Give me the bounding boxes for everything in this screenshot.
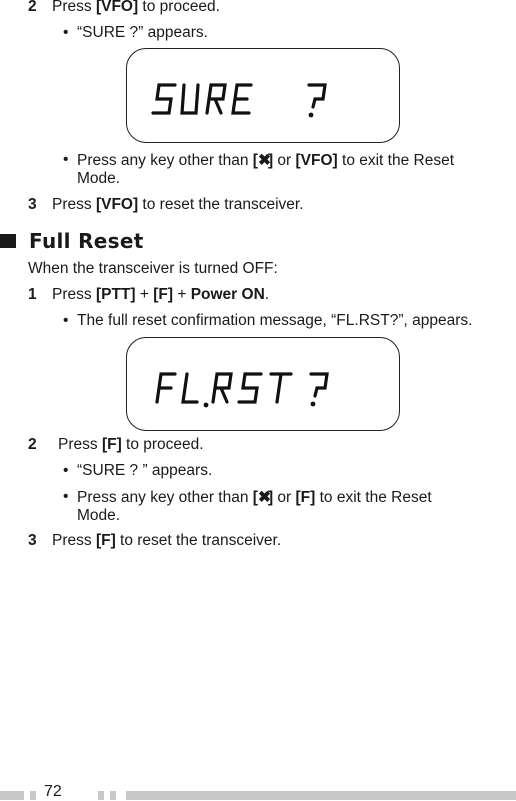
asterisk-icon: ✖ (257, 152, 271, 169)
lcd-segment-text (155, 372, 329, 408)
lcd-display-sure (126, 48, 400, 143)
intro-text: When the transceiver is turned OFF: (28, 260, 278, 277)
step-text: Press [F] to proceed. (58, 436, 204, 453)
bullet-text: Press any key other than [✖] or [F] to e… (77, 489, 432, 506)
bullet-text: “SURE ? ” appears. (77, 462, 213, 479)
heading-marker (0, 234, 16, 248)
step-number: 2 (28, 0, 37, 15)
footer-bar (0, 791, 24, 800)
page-number: 72 (44, 783, 62, 800)
bullet: • (63, 151, 69, 168)
bullet-text: “SURE ?” appears. (77, 24, 208, 41)
step-text: Press [F] to reset the transceiver. (52, 532, 282, 549)
bullet-text: Press any key other than [✖] or [VFO] to… (77, 152, 455, 169)
step-number: 3 (28, 196, 37, 213)
bullet: • (63, 24, 69, 41)
bullet-text-continued: Mode. (77, 170, 121, 187)
step-text: Press [PTT] + [F] + Power ON. (52, 286, 270, 303)
footer-bar (110, 791, 116, 800)
step-number: 3 (28, 532, 37, 549)
step-number: 2 (28, 436, 37, 453)
lcd-segment-text (151, 83, 327, 118)
step-text: Press [VFO] to reset the transceiver. (52, 196, 304, 213)
step-text: Press [VFO] to proceed. (52, 0, 220, 15)
asterisk-icon: ✖ (257, 489, 271, 506)
footer-bar (126, 791, 516, 800)
footer-bar (30, 791, 36, 800)
section-heading: Full Reset (29, 229, 144, 253)
bullet: • (63, 312, 69, 329)
bullet-text-continued: Mode. (77, 507, 121, 524)
step-number: 1 (28, 286, 37, 303)
lcd-display-flrst (126, 337, 400, 431)
footer-bar (98, 791, 104, 800)
bullet: • (63, 488, 69, 505)
bullet-text: The full reset confirmation message, “FL… (77, 312, 473, 329)
bullet: • (63, 462, 69, 479)
